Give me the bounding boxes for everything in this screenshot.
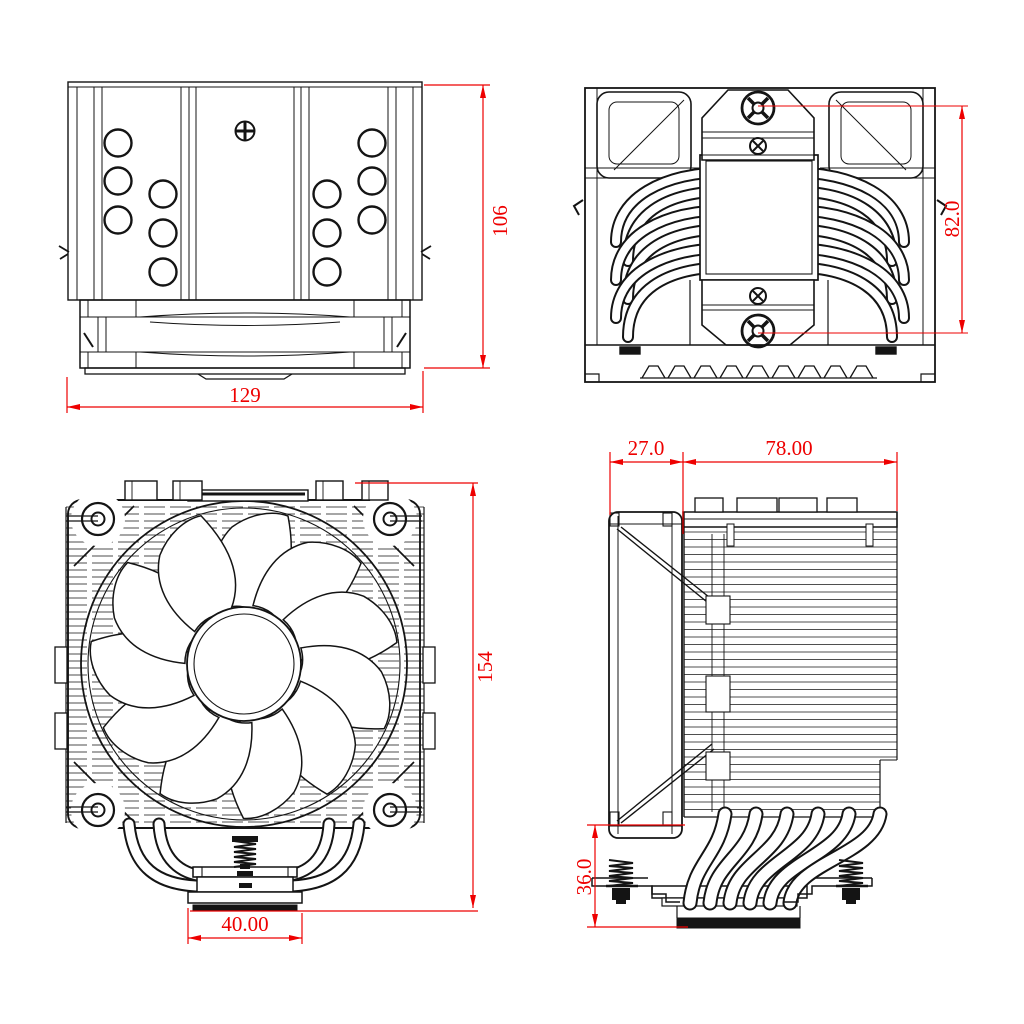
clip-hook-left [572, 199, 584, 216]
fan-corner-left [596, 91, 692, 179]
dimension-106 [424, 84, 490, 369]
screw-bottom-small-icon [749, 287, 767, 305]
fan-clip-wires [616, 526, 715, 824]
contact-plate [676, 917, 801, 929]
dimension-36 [587, 824, 688, 928]
clip-hook-right [420, 245, 432, 260]
dim-label-base-height: 36.0 [572, 859, 596, 896]
fan-corner-right [828, 91, 924, 179]
base-assembly [187, 866, 303, 912]
dim-label-height: 106 [488, 205, 512, 237]
view-bottom [572, 87, 948, 383]
vent-slot-right [875, 346, 897, 355]
dim-label-total-height: 154 [473, 651, 497, 683]
heat-pipes [682, 806, 888, 911]
dimension-154 [190, 482, 478, 912]
fan-hub [186, 606, 302, 722]
dimension-129 [66, 371, 424, 413]
view-front [54, 480, 436, 912]
corner-pads [71, 492, 417, 837]
spring-screw-top-icon [740, 90, 776, 126]
fin-cap [682, 497, 898, 528]
spring-screw [232, 836, 258, 869]
dimension-40 [187, 908, 303, 944]
view-side [591, 497, 898, 929]
spring-screws [606, 859, 868, 904]
view-top [58, 81, 432, 380]
clip-hook-left [58, 245, 70, 260]
panel-lines [93, 87, 397, 300]
dimension-27 [609, 452, 684, 534]
top-tabs [124, 480, 389, 502]
fan-side [608, 511, 683, 839]
dim-label-width: 129 [229, 383, 261, 407]
vent-slot-left [619, 346, 641, 355]
base-plate [699, 154, 819, 281]
fan-blades [89, 512, 398, 820]
dim-label-screw-pitch: 82.0 [940, 201, 964, 238]
corner-screws [80, 501, 408, 828]
dim-label-heatsink-depth: 78.00 [765, 436, 812, 460]
fan-edge [79, 299, 411, 380]
dimension-82 [758, 105, 968, 334]
clip-hook-right [936, 199, 948, 216]
dim-label-fan-thickness: 27.0 [628, 436, 665, 460]
spring-screw-bottom-icon [740, 313, 776, 349]
clip-notch-column [705, 523, 874, 812]
dimension-78 [683, 452, 898, 511]
mount-bracket-bottom [701, 279, 815, 346]
fin-serration [640, 365, 877, 379]
screw-top-small-icon [749, 137, 767, 155]
dim-label-base-width: 40.00 [221, 912, 268, 936]
heatpipe-holes [103, 128, 387, 287]
top-screw-icon [234, 120, 256, 142]
dimensions: 129 106 82.0 154 40.00 27.0 78.00 36.0 [66, 84, 968, 944]
